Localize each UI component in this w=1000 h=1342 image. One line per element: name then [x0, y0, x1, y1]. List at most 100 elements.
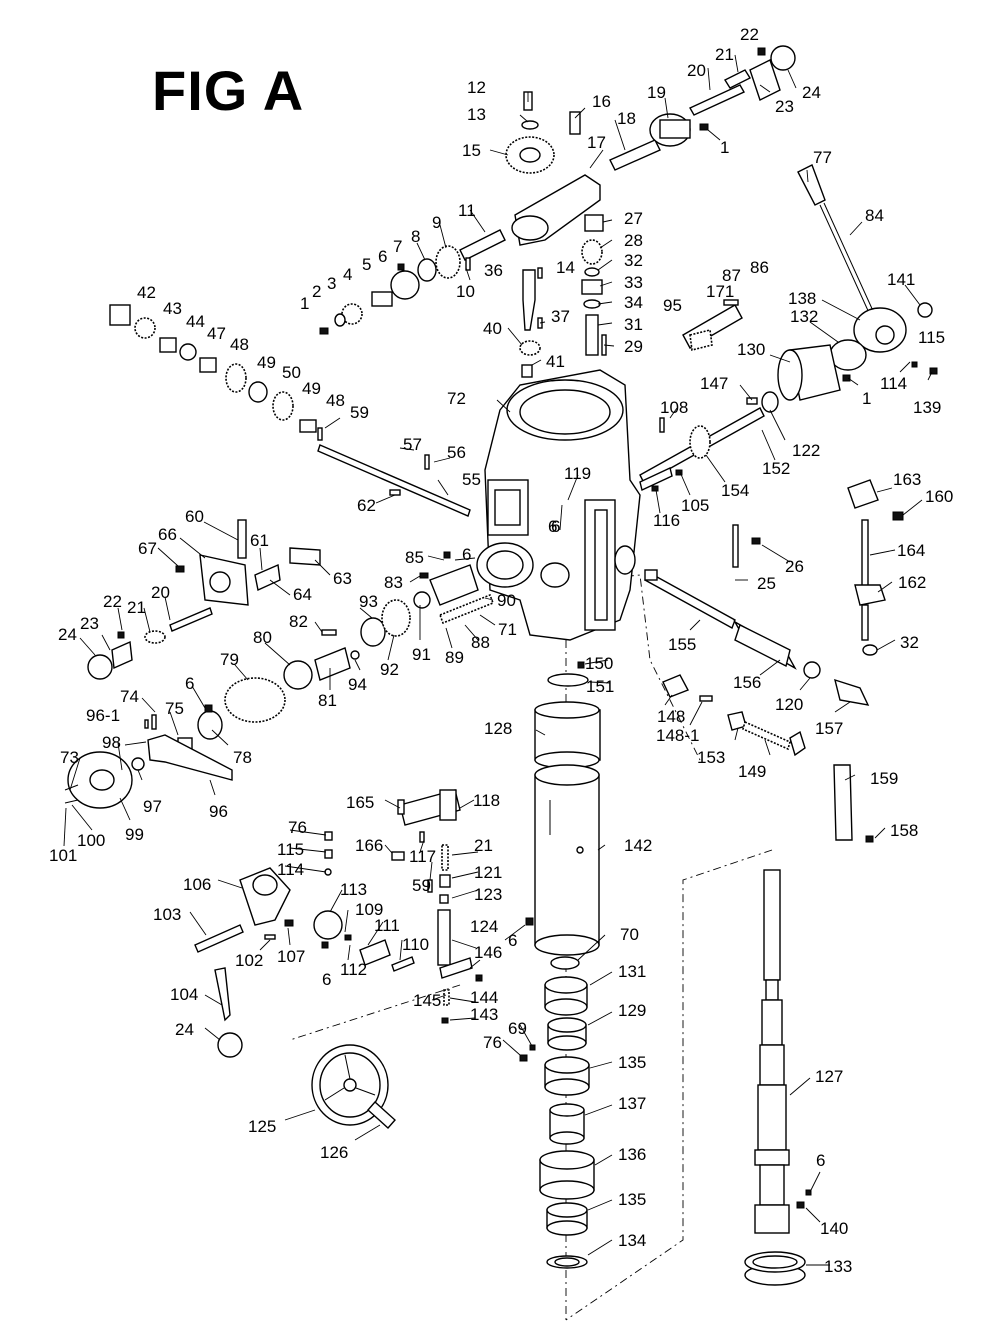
part-label: 19 — [647, 83, 666, 102]
part-label: 116 — [653, 511, 680, 530]
part-label: 103 — [153, 905, 181, 924]
part-label: 92 — [380, 660, 399, 679]
part-label: 62 — [357, 496, 376, 515]
part-label: 11 — [458, 201, 476, 220]
part-label: 60 — [185, 507, 204, 526]
part-label: 110 — [402, 935, 429, 954]
part-label: 21 — [715, 45, 734, 64]
part-label: 151 — [586, 677, 614, 696]
spindle — [744, 869, 812, 1286]
clutch-parts — [224, 551, 495, 723]
part-label: 88 — [471, 633, 490, 652]
part-label: 152 — [762, 459, 790, 478]
part-label: 6 — [551, 517, 560, 536]
part-label: 135 — [618, 1190, 646, 1209]
part-label: 47 — [207, 324, 226, 343]
pinion-stack — [519, 214, 607, 378]
part-label: 94 — [348, 675, 367, 694]
part-label: 73 — [60, 748, 79, 767]
part-label: 130 — [737, 340, 765, 359]
part-label: 16 — [592, 92, 611, 111]
part-label: 107 — [277, 947, 305, 966]
part-label: 156 — [733, 673, 761, 692]
part-label: 109 — [355, 900, 383, 919]
part-label: 134 — [618, 1231, 646, 1250]
part-label: 6 — [548, 517, 557, 536]
part-label: 142 — [624, 836, 652, 855]
part-label: 101 — [49, 846, 77, 865]
head-casting — [476, 369, 641, 641]
part-label: 36 — [484, 261, 503, 280]
part-label: 12 — [467, 78, 486, 97]
part-label: 155 — [668, 635, 696, 654]
left-lower-parts — [64, 704, 233, 809]
part-label: 160 — [925, 487, 953, 506]
part-label: 137 — [618, 1094, 646, 1113]
part-label: 144 — [470, 988, 498, 1007]
part-label: 135 — [618, 1053, 646, 1072]
part-label: 125 — [248, 1117, 276, 1136]
part-label: 79 — [220, 650, 239, 669]
part-label: 59 — [350, 403, 369, 422]
part-label: 171 — [706, 282, 734, 301]
part-label: 28 — [624, 231, 643, 250]
part-label: 48 — [230, 335, 249, 354]
part-label: 24 — [175, 1020, 194, 1039]
part-label: 6 — [816, 1151, 825, 1170]
part-label: 124 — [470, 917, 498, 936]
part-label: 70 — [620, 925, 639, 944]
part-label: 66 — [158, 525, 177, 544]
part-label: 90 — [497, 591, 516, 610]
part-label: 4 — [343, 265, 352, 284]
top-gear-assembly — [505, 45, 796, 246]
part-label: 148-1 — [656, 726, 699, 745]
figure-title: FIG A — [152, 59, 305, 122]
part-label: 17 — [587, 133, 606, 152]
part-label: 117 — [409, 847, 436, 866]
part-label: 108 — [660, 398, 688, 417]
part-label: 10 — [456, 282, 475, 301]
part-label: 113 — [340, 880, 367, 899]
part-label: 33 — [624, 273, 643, 292]
part-label: 100 — [77, 831, 105, 850]
part-label: 75 — [165, 699, 184, 718]
part-label: 2 — [312, 282, 321, 301]
part-label: 91 — [412, 645, 431, 664]
part-label: 115 — [277, 840, 304, 859]
part-label: 143 — [470, 1005, 498, 1024]
part-label: 123 — [474, 885, 502, 904]
part-label: 6 — [462, 545, 471, 564]
quill-stack — [519, 701, 601, 1269]
part-label: 159 — [870, 769, 898, 788]
part-label: 37 — [551, 307, 570, 326]
part-label: 96 — [209, 802, 228, 821]
part-label: 132 — [790, 307, 818, 326]
part-label: 163 — [893, 470, 921, 489]
part-label: 84 — [865, 206, 884, 225]
part-label: 69 — [508, 1019, 527, 1038]
part-label: 72 — [447, 389, 466, 408]
part-label: 20 — [151, 583, 170, 602]
part-label: 136 — [618, 1145, 646, 1164]
part-label: 44 — [186, 312, 205, 331]
part-label: 80 — [253, 628, 272, 647]
part-label: 122 — [792, 441, 820, 460]
part-label: 89 — [445, 648, 464, 667]
part-label: 140 — [820, 1219, 848, 1238]
part-label: 20 — [687, 61, 706, 80]
part-label: 6 — [322, 970, 331, 989]
part-label: 166 — [355, 836, 383, 855]
part-label: 153 — [697, 748, 725, 767]
part-label: 13 — [467, 105, 486, 124]
part-label: 119 — [564, 464, 591, 483]
part-label: 15 — [462, 141, 481, 160]
feed-shaft-assembly — [639, 397, 765, 492]
part-label: 154 — [721, 481, 749, 500]
part-label: 114 — [277, 860, 304, 879]
part-label: 99 — [125, 825, 144, 844]
part-label: 81 — [318, 691, 337, 710]
part-label: 63 — [333, 569, 352, 588]
part-label: 127 — [815, 1067, 843, 1086]
part-label: 29 — [624, 337, 643, 356]
